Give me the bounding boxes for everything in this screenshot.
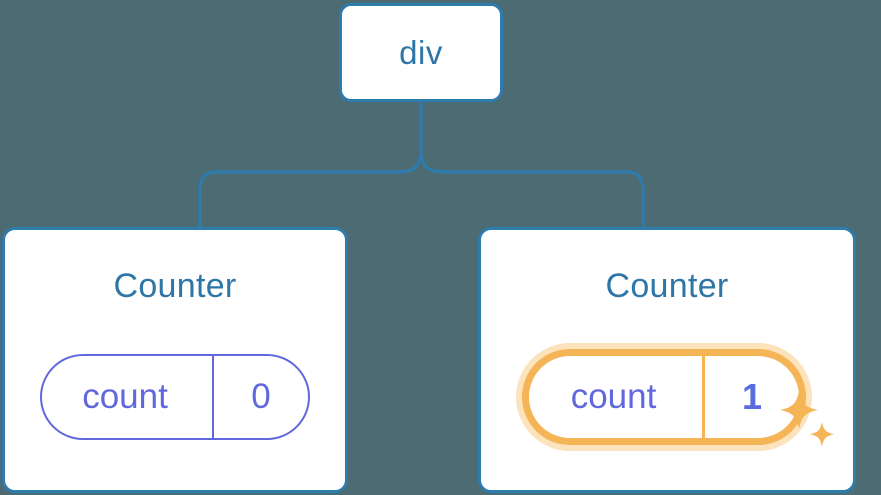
sparkle-small-icon <box>810 422 834 447</box>
state-key-label: count <box>42 355 214 438</box>
state-value-label: 1 <box>741 375 763 417</box>
state-value-label: 0 <box>251 377 271 416</box>
state-pill-count-left[interactable]: count 0 <box>40 353 310 440</box>
state-pill-count-right-highlighted[interactable]: count 1 <box>522 348 806 445</box>
state-key-label: count <box>529 355 705 438</box>
counter-left-body: count 0 <box>5 303 345 490</box>
counter-left-title: Counter <box>113 267 237 305</box>
connector-to-left-child <box>198 149 423 228</box>
counter-right-body: count 1 <box>481 303 853 490</box>
node-div-label: div <box>399 34 443 71</box>
connector-to-right-child <box>419 149 645 228</box>
tree-node-counter-right[interactable]: Counter count 1 <box>478 227 856 493</box>
tree-node-div[interactable]: div <box>339 3 503 102</box>
counter-right-title: Counter <box>605 267 729 305</box>
tree-node-counter-left[interactable]: Counter count 0 <box>2 227 348 493</box>
